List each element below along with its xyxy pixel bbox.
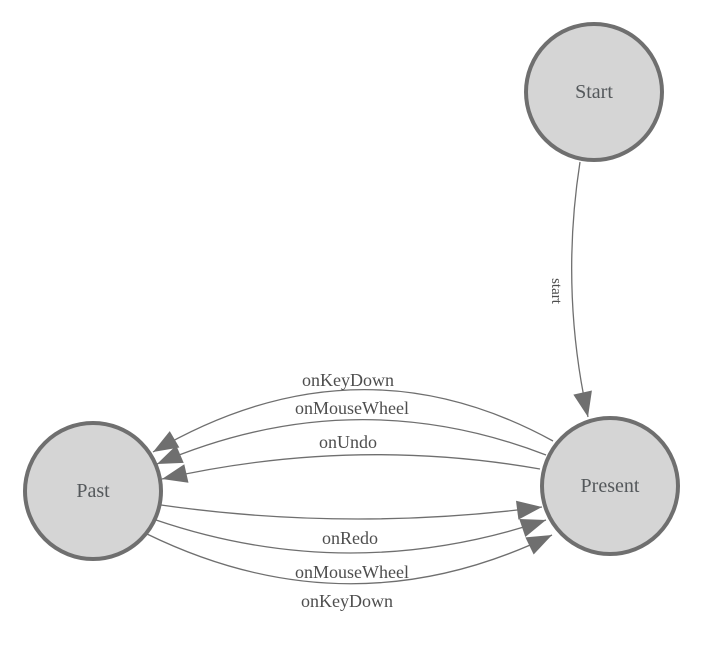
node-label-present: Present — [581, 475, 640, 497]
state-node-past: Past — [23, 421, 163, 561]
arrowhead-icon — [153, 431, 180, 452]
state-node-present: Present — [540, 416, 680, 556]
edge-label-present-to-past-onkeydown: onKeyDown — [302, 370, 394, 390]
edge-label-present-to-past-onundo: onUndo — [319, 432, 377, 452]
arrowhead-icon — [519, 518, 546, 537]
edge-path — [160, 504, 543, 520]
node-label-start: Start — [575, 81, 613, 103]
arrowhead-icon — [515, 500, 542, 520]
edge-path — [152, 388, 554, 453]
arrowhead-icon — [162, 464, 189, 483]
edge-label-past-to-present-onredo: onRedo — [322, 528, 378, 548]
edge-path — [161, 454, 541, 480]
transition-edge-past-to-present-onkeydown — [146, 533, 553, 585]
arrowhead-icon — [573, 390, 592, 417]
edge-label-present-to-past-onmousewheel: onMouseWheel — [295, 398, 409, 418]
edge-label-past-to-present-onmousewheel: onMouseWheel — [295, 562, 409, 582]
arrowhead-icon — [525, 535, 552, 555]
transition-edge-start-to-present — [571, 161, 589, 418]
edge-path — [571, 161, 589, 418]
node-circle-start[interactable] — [524, 22, 664, 162]
node-circle-past[interactable] — [23, 421, 163, 561]
transition-edge-present-to-past-onmousewheel — [156, 418, 547, 465]
edge-path — [146, 533, 553, 585]
edge-path — [156, 418, 547, 465]
state-node-start: Start — [524, 22, 664, 162]
transition-edge-present-to-past-onkeydown — [152, 388, 554, 453]
transition-edge-past-to-present-onredo — [160, 504, 543, 520]
edge-label-start-to-present: start — [548, 278, 564, 305]
arrowhead-icon — [157, 445, 184, 464]
transition-edge-present-to-past-onundo — [161, 454, 541, 480]
node-label-past: Past — [76, 480, 110, 502]
node-circle-present[interactable] — [540, 416, 680, 556]
edge-path — [155, 519, 547, 554]
edge-label-past-to-present-onkeydown: onKeyDown — [301, 591, 393, 611]
transition-edge-past-to-present-onmousewheel — [155, 519, 547, 554]
